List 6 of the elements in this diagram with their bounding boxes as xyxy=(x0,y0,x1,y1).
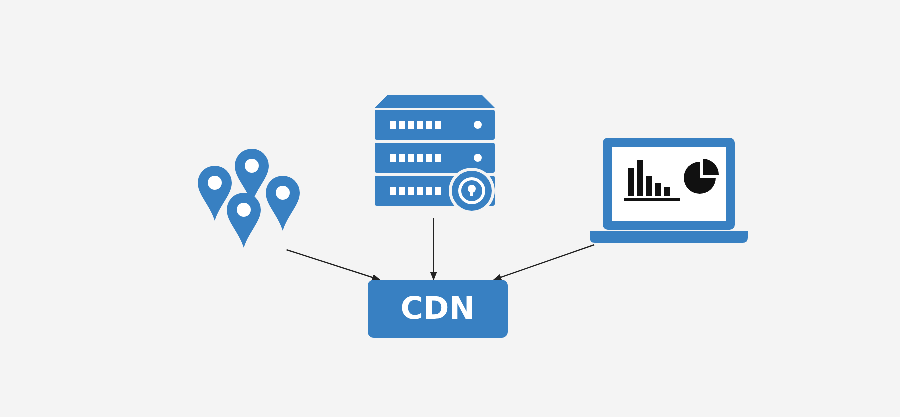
laptop-chart-icon xyxy=(588,136,750,245)
node-label: CDN xyxy=(400,291,476,327)
arrow xyxy=(430,218,438,281)
arrow xyxy=(286,249,381,281)
arrow xyxy=(493,244,595,281)
cdn-box xyxy=(368,280,508,338)
